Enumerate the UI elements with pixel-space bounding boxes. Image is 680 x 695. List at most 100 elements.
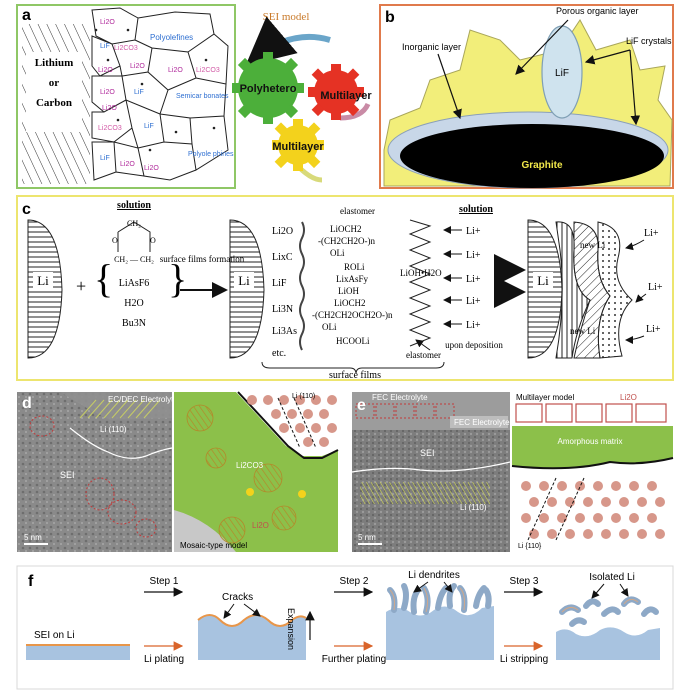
solution-left-title: solution	[117, 200, 151, 211]
li2o-model-e: Li2O	[620, 393, 637, 402]
sei-model-title: SEI model	[263, 11, 310, 23]
scale-text-e: 5 nm	[358, 533, 376, 542]
li2co3-label: Li2CO3	[114, 45, 138, 52]
organic-species: -(CH2CH2OCH2O-)n	[312, 310, 393, 320]
surface-films-text: surface films	[329, 370, 381, 381]
step3-text: Step 3	[510, 576, 539, 587]
svg-text:{: {	[94, 256, 113, 301]
scale-text-d: 5 nm	[24, 533, 42, 542]
li-ion: Li+	[466, 320, 481, 331]
panel-c: c Li + { solution CH₂ O O CH₂ — CH₂ LiAs…	[17, 196, 673, 381]
fec-electrolyte-2: FEC Electrolyte	[454, 418, 510, 427]
ec-dec-electrolyte: EC/DEC Electrolyte	[108, 395, 178, 404]
li2o-label: Li2O	[120, 161, 135, 168]
organic-species: LiOCH2	[334, 298, 366, 308]
gear-multilayer-yellow: Multilayer	[272, 119, 324, 171]
lif-crystals-text: LiF crystals	[626, 36, 672, 46]
li-plating-text: Li plating	[144, 654, 184, 665]
li-lattice-e	[360, 482, 490, 504]
svg-text:O: O	[112, 236, 118, 245]
graphite	[400, 124, 664, 188]
sei-on-li-text: SEI on Li	[34, 630, 75, 641]
li-ion: Li+	[466, 226, 481, 237]
li2o-label: Li2O	[102, 105, 117, 112]
panel-c-label: c	[22, 201, 31, 218]
li-base-3	[386, 606, 494, 660]
multilayer-yellow-text: Multilayer	[272, 141, 324, 153]
li-ion-result: Li+	[648, 282, 663, 293]
li2o-label: Li2O	[168, 67, 183, 74]
li-base-1	[26, 646, 130, 660]
elastomer-bottom: elastomer	[406, 350, 441, 360]
li2co3-label: Li2CO3	[98, 125, 122, 132]
sei-label-d: SEI	[60, 470, 75, 480]
semicarbonates-label: Semicar bonates	[176, 93, 229, 100]
li2o-model-d: Li2O	[252, 521, 269, 530]
fec-electrolyte: FEC Electrolyte	[372, 393, 428, 402]
solution-right-title: solution	[459, 204, 493, 215]
svg-text:CH₂: CH₂	[127, 219, 141, 228]
panel-d-label: d	[22, 395, 32, 412]
lif-label: LiF	[144, 123, 154, 130]
carbon-text: Carbon	[36, 97, 72, 109]
sei-layer-1	[26, 644, 130, 646]
lixc-species: LixC	[272, 252, 293, 263]
li-label-right: Li	[537, 273, 549, 288]
li-ion: Li+	[466, 274, 481, 285]
svg-text:O: O	[150, 236, 156, 245]
lif-crystal-text: LiF	[555, 68, 569, 79]
organic-species: LixAsFy	[336, 274, 369, 284]
lif-species: LiF	[272, 278, 287, 289]
li2o-label: Li2O	[98, 67, 113, 74]
sei-model: SEI model Polyhetero	[232, 11, 372, 180]
li-ion: Li+	[466, 250, 481, 261]
multilayer-model	[512, 392, 673, 552]
li3as-species: Li3As	[272, 326, 297, 337]
li2co3-model: Li2CO3	[236, 461, 264, 470]
panel-a-label: a	[22, 7, 31, 24]
organic-species: OLi	[322, 322, 337, 332]
li-110-model-d: Li (110)	[292, 393, 315, 400]
isolated-li-text: Isolated Li	[589, 572, 635, 583]
graphite-text: Graphite	[521, 160, 563, 171]
organic-species: LiOCH2	[330, 224, 362, 234]
lif-label: LiF	[100, 155, 110, 162]
li2o-label: Li2O	[100, 19, 115, 26]
amorphous-matrix-text: Amorphous matrix	[558, 437, 623, 446]
lithium-text: Lithium	[35, 57, 74, 69]
etc-species: etc.	[272, 348, 286, 359]
polyolefines-label: Polyolefines	[150, 33, 193, 42]
lioh-h2o: LiOH•H2O	[400, 268, 442, 278]
cycle-arrow-top	[250, 37, 330, 62]
inorganic-layer-text: Inorganic layer	[402, 42, 461, 52]
li-stripping-text: Li stripping	[500, 654, 548, 665]
li2o-label: Li2O	[100, 89, 115, 96]
li2o-label: Li2O	[130, 63, 145, 70]
elastomer-top: elastomer	[340, 206, 375, 216]
new-li-bottom: new Li	[570, 326, 596, 336]
multilayer-red-text: Multilayer	[320, 90, 372, 102]
organic-species: HCOOLi	[336, 336, 370, 346]
svg-text:CH₂ — CH₂: CH₂ — CH₂	[114, 255, 154, 264]
bu3n-text: Bu3N	[122, 318, 146, 329]
mosaic-type-model-text: Mosaic-type model	[180, 541, 247, 550]
li2o-label: Li2O	[144, 165, 159, 172]
li-label-left: Li	[37, 273, 49, 288]
organic-species: OLi	[330, 248, 345, 258]
panel-f: f SEI on Li Step 1 Li plating Cracks Exp…	[17, 566, 673, 689]
li2o-species: Li2O	[272, 226, 293, 237]
or-text: or	[49, 77, 60, 89]
porous-organic-layer-text: Porous organic layer	[556, 6, 639, 16]
panel-d: d EC/DEC Electrolyte Li (110) SEI 5 nm L…	[17, 392, 338, 552]
h2o-text: H2O	[124, 298, 143, 309]
panel-f-label: f	[28, 573, 34, 590]
li-dendrites-text: Li dendrites	[408, 570, 460, 581]
plus-sign: +	[76, 276, 86, 296]
multilayer-model-text: Multilayer model	[516, 393, 574, 402]
organic-species: -(CH2CH2O-)n	[318, 236, 375, 246]
li-ion-result: Li+	[644, 228, 659, 239]
expansion-text: Expansion	[286, 608, 296, 650]
upon-deposition: upon deposition	[445, 340, 503, 350]
liasf6-text: LiAsF6	[119, 278, 150, 289]
